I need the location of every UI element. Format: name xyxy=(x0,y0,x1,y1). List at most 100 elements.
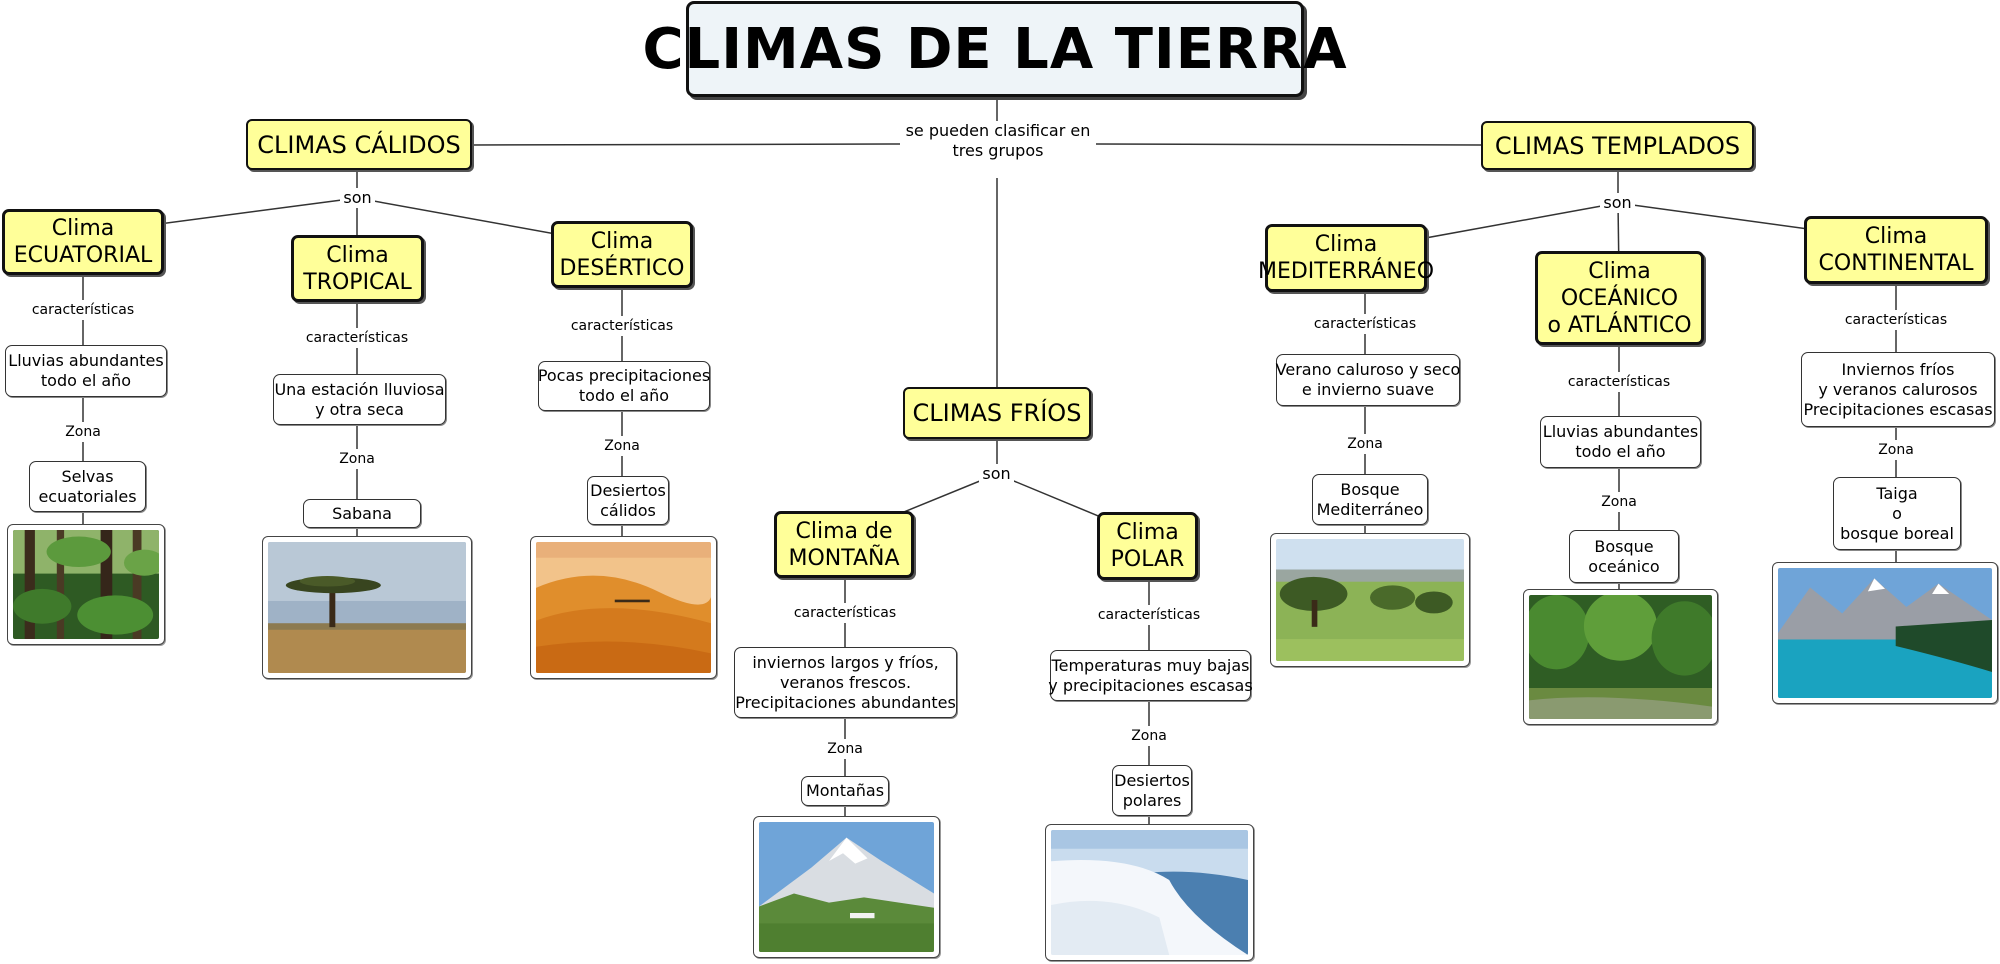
taiga-photo xyxy=(1772,562,1998,704)
connector-line xyxy=(471,143,901,146)
group-frios[interactable]: CLIMAS FRÍOS xyxy=(903,387,1091,439)
link-zona-polar: Zona xyxy=(1131,728,1167,744)
climate-mediterraneo-line: Clima xyxy=(1314,232,1378,257)
features-continental-line: Inviernos fríos xyxy=(1841,359,1955,379)
zone-ecuatorial-line: ecuatoriales xyxy=(38,486,137,506)
zone-ecuatorial-line: Selvas xyxy=(61,466,114,486)
link-son-frios: son xyxy=(979,464,1014,484)
features-montana-line: Precipitaciones abundantes xyxy=(735,692,956,712)
climate-desertico-line: DESÉRTICO xyxy=(559,255,685,281)
zone-polar-line: Desiertos xyxy=(1114,770,1190,790)
link-zona-tropical: Zona xyxy=(339,451,375,467)
features-montana-line: inviernos largos y fríos, xyxy=(752,652,939,672)
link-son-templados: son xyxy=(1600,193,1635,213)
features-oceanico-line: Lluvias abundantes xyxy=(1542,422,1699,441)
zone-oceanico-line: oceánico xyxy=(1588,556,1660,576)
link-caracteristicas-tropical: características xyxy=(305,330,409,346)
features-polar-line: y precipitaciones escasas xyxy=(1048,675,1253,695)
climate-desertico-line: Clima xyxy=(590,228,654,254)
climate-tropical-line: TROPICAL xyxy=(303,269,412,295)
features-continental-line: y veranos calurosos xyxy=(1818,379,1978,399)
climate-montana-line: MONTAÑA xyxy=(788,545,900,571)
climate-tropical-line: Clima xyxy=(326,242,389,268)
features-continental-line: Precipitaciones escasas xyxy=(1803,399,1993,419)
zone-continental-line: o xyxy=(1892,503,1902,523)
savanna-photo xyxy=(262,536,472,679)
link-caracteristicas-polar: características xyxy=(1097,607,1201,623)
link-caracteristicas-oceanico: características xyxy=(1567,374,1671,390)
desert-photo xyxy=(530,536,717,679)
climate-oceanico-line: OCEÁNICO xyxy=(1560,285,1679,311)
zone-mediterraneo-line: Bosque xyxy=(1340,479,1400,499)
features-mediterraneo-line: Verano caluroso y seco xyxy=(1275,360,1461,379)
rainforest-photo xyxy=(7,524,165,645)
features-ecuatorial-line: Lluvias abundantes xyxy=(8,351,164,370)
root-link-line-1: se pueden clasificar en xyxy=(905,121,1091,140)
zone-desertico-line: Desiertos xyxy=(590,480,666,500)
link-caracteristicas-continental: características xyxy=(1844,312,1948,328)
link-caracteristicas-ecuatorial: características xyxy=(31,302,135,318)
features-mediterraneo-line: e invierno suave xyxy=(1301,380,1435,399)
link-caracteristicas-desertico: características xyxy=(570,318,674,334)
zone-continental-line: bosque boreal xyxy=(1840,523,1954,543)
features-ecuatorial-line: todo el año xyxy=(40,371,132,390)
oceanic-forest-photo xyxy=(1523,589,1718,725)
link-zona-mediterraneo: Zona xyxy=(1347,436,1383,452)
zone-continental-line: Taiga xyxy=(1876,483,1918,503)
mountain-photo xyxy=(753,816,940,958)
connector-line xyxy=(1095,143,1482,146)
features-oceanico-line: todo el año xyxy=(1575,442,1666,461)
mediterranean-forest-photo xyxy=(1270,533,1470,667)
zone-montana-line: Montañas xyxy=(805,781,885,800)
group-calidos[interactable]: CLIMAS CÁLIDOS xyxy=(246,119,472,170)
climate-mediterraneo-line: MEDITERRÁNEO xyxy=(1257,259,1435,284)
link-zona-continental: Zona xyxy=(1878,442,1914,458)
link-zona-ecuatorial: Zona xyxy=(65,424,101,440)
climate-continental-line: Clima xyxy=(1864,224,1928,249)
link-zona-montana: Zona xyxy=(827,741,863,757)
climate-montana-line: Clima de xyxy=(795,518,893,544)
link-zona-desertico: Zona xyxy=(604,438,640,454)
climate-polar-line: Clima xyxy=(1116,520,1179,545)
zone-polar-line: polares xyxy=(1122,790,1182,810)
climate-ecuatorial-line: ECUATORIAL xyxy=(13,243,153,268)
features-tropical-line: Una estación lluviosa xyxy=(274,379,445,399)
link-son-calidos: son xyxy=(340,188,375,208)
zone-desertico-line: cálidos xyxy=(600,500,656,520)
climate-oceanico-line: Clima xyxy=(1588,258,1651,284)
features-desertico-line: Pocas precipitaciones xyxy=(537,366,711,385)
climate-continental-line: CONTINENTAL xyxy=(1818,251,1974,276)
zone-oceanico-line: Bosque xyxy=(1594,536,1654,556)
root-link-line-2: tres grupos xyxy=(952,141,1044,160)
climate-polar-line: POLAR xyxy=(1110,547,1185,572)
link-zona-oceanico: Zona xyxy=(1601,494,1637,510)
map-title: CLIMAS DE LA TIERRA xyxy=(642,1,1347,97)
root-link-label: se pueden clasificar en tres grupos xyxy=(900,121,1096,165)
link-caracteristicas-montana: características xyxy=(793,605,897,621)
zone-tropical-line: Sabana xyxy=(332,503,392,523)
link-caracteristicas-mediterraneo: características xyxy=(1313,316,1417,332)
group-templados[interactable]: CLIMAS TEMPLADOS xyxy=(1481,121,1754,170)
zone-tropical: Sabana xyxy=(303,499,421,528)
climate-oceanico-line: o ATLÁNTICO xyxy=(1547,312,1692,338)
climate-ecuatorial-line: Clima xyxy=(51,216,115,241)
zone-montana: Montañas xyxy=(801,776,889,806)
